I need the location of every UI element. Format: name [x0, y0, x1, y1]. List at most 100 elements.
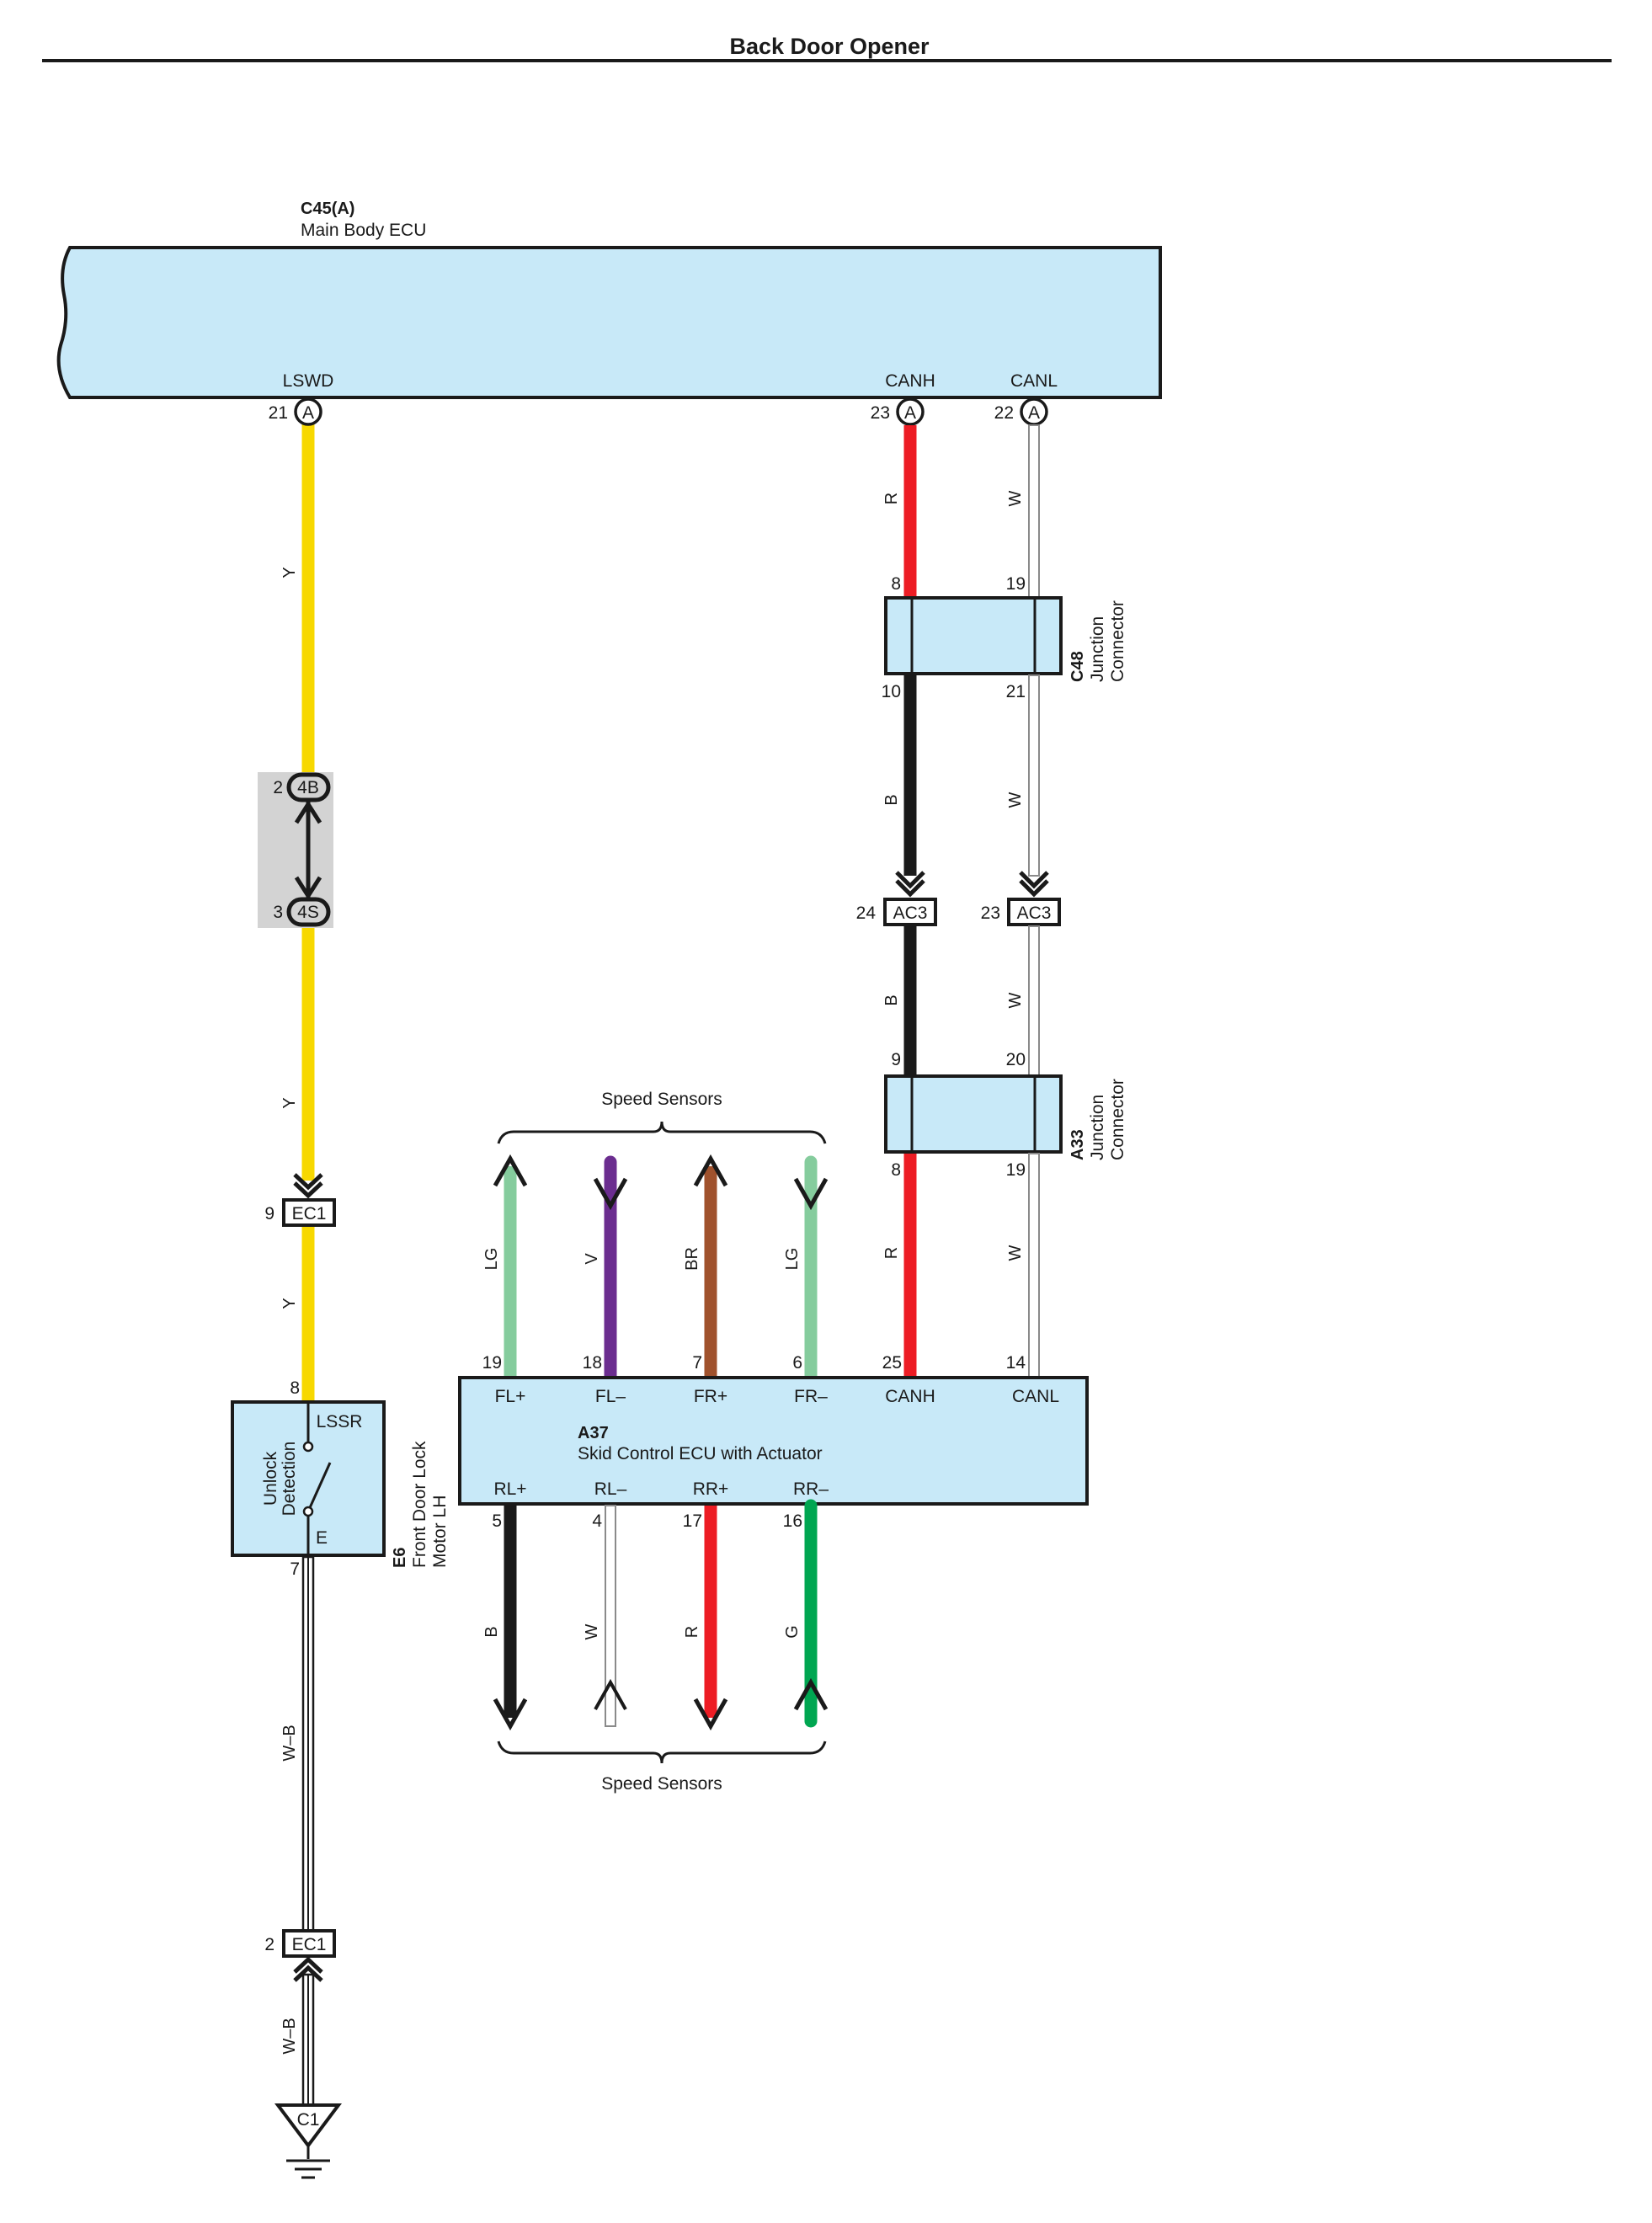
- pin-a37-fl-plus: 19: [482, 1353, 502, 1373]
- main-ecu-pin-lswd: LSWD: [283, 371, 334, 391]
- pin-e6-bot: 7: [290, 1559, 300, 1579]
- pin-ac3-w: 23: [981, 904, 1000, 923]
- rr-minus-arrow-up-icon: [793, 1677, 829, 1711]
- e6-name-line2: Motor LH: [430, 1495, 450, 1568]
- main-ecu-code: C45(A): [301, 200, 354, 218]
- pin-c48-out-w: 21: [1006, 682, 1026, 701]
- pin-a33-in-w: 20: [1006, 1050, 1026, 1069]
- pin-a37-rr-minus: 16: [783, 1511, 802, 1531]
- pin-a37-rl-minus: 4: [592, 1511, 602, 1531]
- pin-a37-fr-minus: 6: [792, 1353, 802, 1373]
- wire-w-rl-minus: [605, 1505, 616, 1727]
- wire-w-4: [1028, 1153, 1040, 1378]
- a33-line1: Junction: [1088, 1095, 1107, 1160]
- wire-color-w-5: W: [583, 1623, 601, 1639]
- pin-lswd: 21: [269, 403, 288, 423]
- c48-junction-box: [884, 596, 1063, 675]
- a37-pin-rl-plus: RL+: [493, 1479, 526, 1499]
- wire-color-wb-1: W–B: [280, 1725, 299, 1761]
- a33-code: A33: [1068, 1129, 1087, 1160]
- a37-pin-fr-plus: FR+: [694, 1387, 727, 1406]
- a37-pin-rr-plus: RR+: [693, 1479, 729, 1499]
- a33-line2: Connector: [1108, 1079, 1127, 1160]
- main-ecu-pin-canh: CANH: [885, 371, 935, 391]
- ac3-b-chevron-1-icon: [895, 871, 925, 889]
- wire-w-1: [1028, 424, 1040, 599]
- wire-color-br: BR: [683, 1247, 701, 1271]
- pin-a33-out-r: 8: [891, 1160, 901, 1180]
- connector-a-canl-label: A: [1028, 403, 1040, 423]
- wire-color-y-1: Y: [280, 567, 299, 578]
- pin-c48-in-r: 8: [891, 574, 901, 594]
- ac3-w-chevron-1-icon: [1019, 871, 1049, 889]
- main-ecu-box: [56, 246, 1162, 399]
- splice-arrow-up-icon: [294, 800, 322, 824]
- fl-plus-arrow-up-icon: [493, 1154, 528, 1187]
- a37-pin-fr-minus: FR–: [794, 1387, 828, 1406]
- wire-color-w-2: W: [1006, 792, 1025, 808]
- a37-pin-rl-minus: RL–: [594, 1479, 627, 1499]
- wire-color-w-1: W: [1006, 490, 1025, 506]
- a37-code: A37: [578, 1424, 609, 1442]
- a37-ecu-box: [458, 1376, 1089, 1506]
- a37-pin-fl-plus: FL+: [495, 1387, 526, 1406]
- pin-4b: 2: [273, 778, 283, 797]
- pin-c48-out-b: 10: [882, 682, 901, 701]
- connector-ac3-b: [883, 898, 937, 926]
- wire-color-y-2: Y: [280, 1097, 299, 1108]
- e6-pin-e: E: [316, 1528, 328, 1548]
- pin-a37-rl-plus: 5: [492, 1511, 502, 1531]
- wire-w-3: [1028, 925, 1040, 1077]
- wire-color-v: V: [583, 1253, 601, 1265]
- wire-color-wb-2: W–B: [280, 2018, 299, 2054]
- connector-4b: [286, 772, 331, 802]
- pin-e6-top: 8: [290, 1378, 300, 1398]
- wire-color-lg-1: LG: [482, 1248, 501, 1271]
- switch-contact-top: [302, 1441, 314, 1453]
- fl-minus-arrow-down-icon: [593, 1177, 628, 1211]
- pin-ec1-bot: 2: [264, 1935, 274, 1954]
- connector-4b-label: 4B: [297, 778, 319, 797]
- a37-name: Skid Control ECU with Actuator: [578, 1444, 823, 1463]
- pin-ac3-b: 24: [856, 904, 877, 923]
- c48-line1: Junction: [1088, 616, 1107, 682]
- wire-w-2: [1028, 674, 1040, 877]
- ground-c1-triangle-icon: [274, 2103, 342, 2149]
- speed-sensors-top-brace: [497, 1121, 827, 1144]
- c48-line2: Connector: [1108, 600, 1127, 682]
- pin-a33-in-b: 9: [891, 1050, 901, 1069]
- pin-a37-fl-minus: 18: [583, 1353, 602, 1373]
- a37-pin-canl: CANL: [1012, 1387, 1059, 1406]
- pin-canl: 22: [994, 403, 1014, 423]
- wire-color-g: G: [783, 1625, 802, 1639]
- e6-pin-lssr: LSSR: [317, 1412, 363, 1431]
- connector-ec1-bot-label: EC1: [292, 1935, 327, 1954]
- a37-pin-rr-minus: RR–: [793, 1479, 829, 1499]
- splice-arrow-down-icon: [294, 876, 322, 900]
- connector-a-lswd: [294, 397, 322, 426]
- main-ecu-pin-canl: CANL: [1010, 371, 1058, 391]
- connector-a-lswd-label: A: [302, 403, 314, 423]
- pin-c48-in-w: 19: [1006, 574, 1026, 594]
- ec1-chevron-2-icon: [293, 1181, 323, 1199]
- connector-ec1-top: [282, 1198, 336, 1227]
- e6-detect-line1: Unlock: [261, 1451, 280, 1506]
- wire-color-w-4: W: [1006, 1245, 1025, 1261]
- connector-a-canh: [896, 397, 925, 426]
- wire-color-b-3: B: [482, 1626, 501, 1637]
- wire-color-r-3: R: [683, 1626, 701, 1638]
- switch-blade-icon: [306, 1462, 332, 1512]
- ground-c1-label: C1: [297, 2110, 320, 2130]
- pin-4s: 3: [273, 903, 283, 922]
- pin-canh: 23: [871, 403, 890, 423]
- rr-plus-arrow-down-icon: [693, 1698, 728, 1731]
- connector-a-canh-label: A: [904, 403, 916, 423]
- main-body-ecu: C45(A) Main Body ECU LSWD CANH CANL: [56, 200, 1162, 399]
- ec1-chevron-1-icon: [293, 1173, 323, 1191]
- connector-4s-label: 4S: [297, 903, 319, 922]
- fr-minus-arrow-down-icon: [793, 1177, 829, 1211]
- pin-a37-fr-plus: 7: [692, 1353, 702, 1373]
- e6-code: E6: [391, 1548, 409, 1568]
- connector-ec1-bot: [282, 1929, 336, 1958]
